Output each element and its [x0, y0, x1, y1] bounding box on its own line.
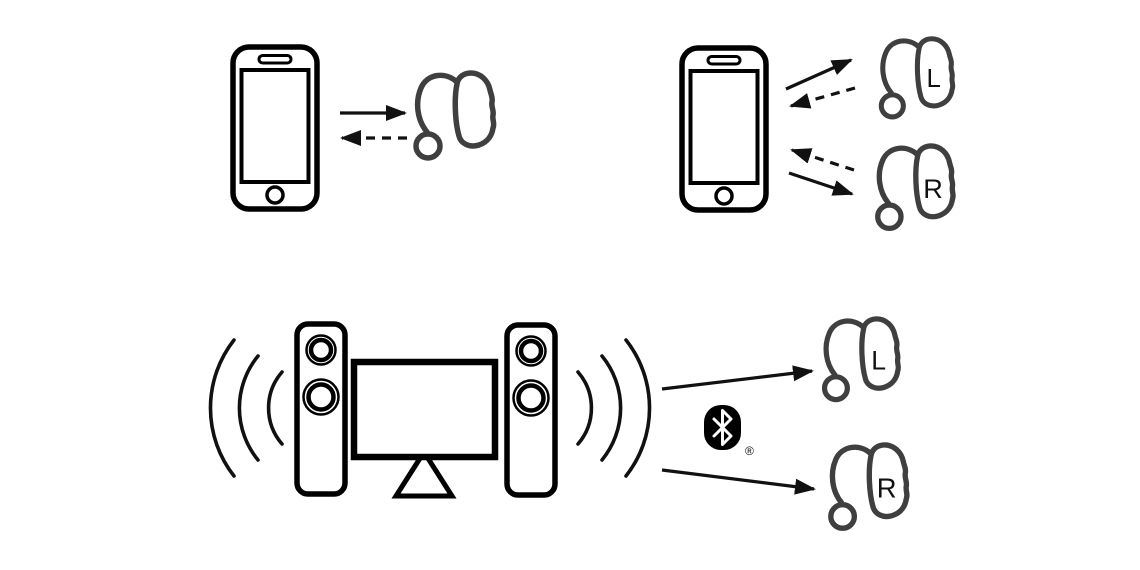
- dashed-arrow-left-aid-to-phone: [789, 86, 856, 109]
- solid-arrow-phone-to-right-aid: [788, 171, 854, 196]
- left-aid-label: L: [927, 65, 941, 93]
- panel-phone-to-binaural-aids: L R: [682, 39, 953, 229]
- sound-waves-right-icon: [576, 338, 652, 478]
- hearing-aid-icon: [825, 319, 899, 400]
- smartphone-icon: [682, 48, 766, 210]
- hearing-aid-right: R: [878, 146, 953, 228]
- hearing-aid-icon: [881, 39, 952, 117]
- solid-arrow-phone-to-left-aid: [785, 58, 853, 91]
- panel-phone-to-single-aid: [233, 47, 494, 209]
- panel-tv-bluetooth-to-aids: ® L R: [208, 319, 907, 528]
- speaker-left-icon: [297, 324, 345, 494]
- tv-icon: [350, 358, 499, 461]
- solid-arrow-tv-to-left-aid: [661, 365, 814, 391]
- bluetooth-icon: ®: [704, 405, 754, 458]
- hearing-aid-left: L: [881, 39, 952, 117]
- right-aid-label: R: [877, 473, 897, 504]
- right-aid-label: R: [923, 173, 943, 204]
- smartphone-icon: [233, 47, 317, 209]
- registered-trademark-mark: ®: [745, 444, 754, 458]
- left-aid-label: L: [871, 346, 886, 376]
- hearing-aid-right: R: [831, 445, 907, 528]
- speaker-right-icon: [507, 325, 555, 495]
- sound-waves-left-icon: [208, 338, 284, 478]
- dashed-arrow-right-aid-to-phone: [790, 148, 855, 172]
- solid-arrow-tv-to-right-aid: [661, 468, 816, 495]
- hearing-aid-icon: [416, 73, 494, 158]
- hearing-aid-left: L: [825, 319, 899, 400]
- tv-stand: [391, 447, 457, 499]
